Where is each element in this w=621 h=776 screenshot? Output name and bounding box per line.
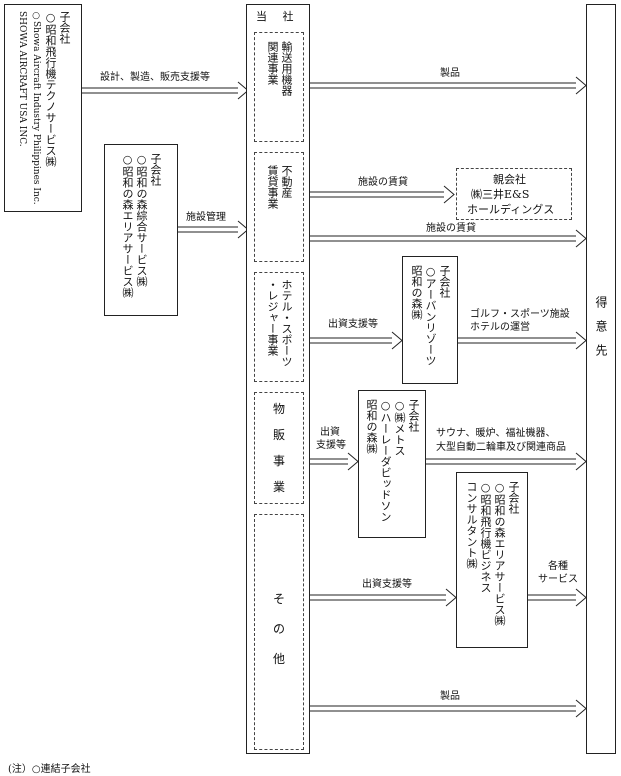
parent-company-line-1: ㈱三井E&S <box>471 188 530 201</box>
segment-aircraft-line-1: 輸送用機器 <box>280 41 293 96</box>
company-header: 当 社 <box>256 10 300 23</box>
subsidiary-other-line-1: ○昭和の森エリアサービス㈱ <box>493 481 506 626</box>
arrow-invest-other <box>310 588 457 607</box>
label-services-line-1: 各種 <box>548 561 568 572</box>
label-golf-line-1: ゴルフ・スポーツ施設 <box>470 309 570 320</box>
subsidiary-retail-line-3: 昭和の森㈱ <box>365 399 378 454</box>
subsidiary-other-line-3: コンサルタント㈱ <box>465 481 478 569</box>
label-facility-lease-cust: 施設の賃貸 <box>426 223 476 234</box>
label-product-top: 製品 <box>440 68 460 79</box>
subsidiary-hotel-line-2: 昭和の森㈱ <box>410 265 423 320</box>
segment-other: そ の 他 <box>254 514 304 750</box>
subsidiary-aircraft-title: 子会社 <box>58 11 71 44</box>
subsidiary-aircraft-line-1: ○昭和飛行機テクノサービス㈱ <box>44 11 57 167</box>
subsidiary-aircraft-box: 子会社 ○昭和飛行機テクノサービス㈱ ○Showa Aircraft Indus… <box>4 4 82 212</box>
segment-real-estate-line-2: 賃貸事業 <box>266 165 279 209</box>
segment-other-char-1: そ <box>273 592 286 606</box>
parent-company-box: 親会社 ㈱三井E&S ホールディングス <box>456 168 572 220</box>
subsidiary-real-estate-box: 子会社 ○昭和の森綜合サービス㈱ ○昭和の森エリアサービス㈱ <box>104 144 178 316</box>
label-sauna-line-2: 大型自動二輪車及び関連商品 <box>436 442 566 453</box>
segment-other-char-3: 他 <box>273 652 286 666</box>
segment-hotel: ホテル・スポーツ ・レジャー事業 <box>254 272 304 382</box>
arrow-invest-retail <box>310 452 359 471</box>
label-product-bottom: 製品 <box>440 691 460 702</box>
arrow-golf <box>458 331 587 350</box>
segment-retail-char-2: 販 <box>273 428 286 442</box>
customer-label: 得 意 先 <box>594 296 608 356</box>
label-invest-other: 出資支援等 <box>362 579 412 590</box>
arrow-sauna <box>426 452 587 471</box>
subsidiary-retail-line-2: ○ハーレーダビッドソン <box>379 399 392 522</box>
segment-retail-char-1: 物 <box>273 402 286 416</box>
segment-aircraft-line-2: 関連事業 <box>266 41 279 85</box>
label-sauna-line-1: サウナ、暖炉、福祉機器、 <box>436 428 556 439</box>
label-invest-retail-line-1: 出資 <box>320 427 340 438</box>
subsidiary-hotel-line-1: ○アーバンリゾーツ <box>424 265 437 366</box>
segment-real-estate-line-1: 不動産 <box>280 165 293 198</box>
subsidiary-aircraft-line-2: ○Showa Aircraft Industry Philippines Inc… <box>31 11 41 205</box>
label-facility-mgmt: 施設管理 <box>186 212 226 223</box>
subsidiary-other-box: 子会社 ○昭和の森エリアサービス㈱ ○昭和飛行機ビジネス コンサルタント㈱ <box>456 472 528 648</box>
footnote: (注）○連結子会社 <box>8 764 91 775</box>
label-invest-hotel: 出資支援等 <box>328 319 378 330</box>
label-services-line-2: サービス <box>538 574 578 585</box>
segment-hotel-line-2: ・レジャー事業 <box>266 279 279 356</box>
parent-company-title: 親会社 <box>493 173 526 186</box>
arrow-facility-lease-parent <box>310 185 455 204</box>
segment-retail-char-4: 業 <box>273 480 286 494</box>
segment-retail-char-3: 事 <box>273 454 286 468</box>
segment-real-estate: 不動産 賃貸事業 <box>254 152 304 262</box>
segment-other-char-2: の <box>273 622 286 636</box>
subsidiary-aircraft-line-3: SHOWA AIRCRAFT USA INC. <box>17 11 27 147</box>
segment-retail: 物 販 事 業 <box>254 392 304 504</box>
subsidiary-real-estate-line-1: ○昭和の森綜合サービス㈱ <box>135 153 148 287</box>
label-facility-lease-parent: 施設の賃貸 <box>358 177 408 188</box>
subsidiary-real-estate-title: 子会社 <box>149 153 162 186</box>
label-golf-line-2: ホテルの運営 <box>470 322 530 333</box>
customer-box <box>586 4 616 754</box>
subsidiary-retail-title: 子会社 <box>407 399 420 432</box>
subsidiary-other-line-2: ○昭和飛行機ビジネス <box>479 481 492 593</box>
subsidiary-other-title: 子会社 <box>507 481 520 514</box>
subsidiary-hotel-title: 子会社 <box>438 265 451 298</box>
label-invest-retail-line-2: 支援等 <box>316 440 346 451</box>
arrow-design <box>82 81 249 100</box>
segment-aircraft: 輸送用機器 関連事業 <box>254 32 304 142</box>
subsidiary-real-estate-line-2: ○昭和の森エリアサービス㈱ <box>121 153 134 298</box>
parent-company-line-2: ホールディングス <box>467 203 555 216</box>
label-design-support: 設計、製造、販売支援等 <box>100 72 210 83</box>
subsidiary-retail-line-1: ○㈱メトス <box>393 399 406 456</box>
arrow-services <box>528 588 587 607</box>
segment-hotel-line-1: ホテル・スポーツ <box>280 279 293 367</box>
subsidiary-retail-box: 子会社 ○㈱メトス ○ハーレーダビッドソン 昭和の森㈱ <box>358 390 426 538</box>
arrow-invest-hotel <box>310 331 403 350</box>
subsidiary-hotel-box: 子会社 ○アーバンリゾーツ 昭和の森㈱ <box>402 256 458 384</box>
